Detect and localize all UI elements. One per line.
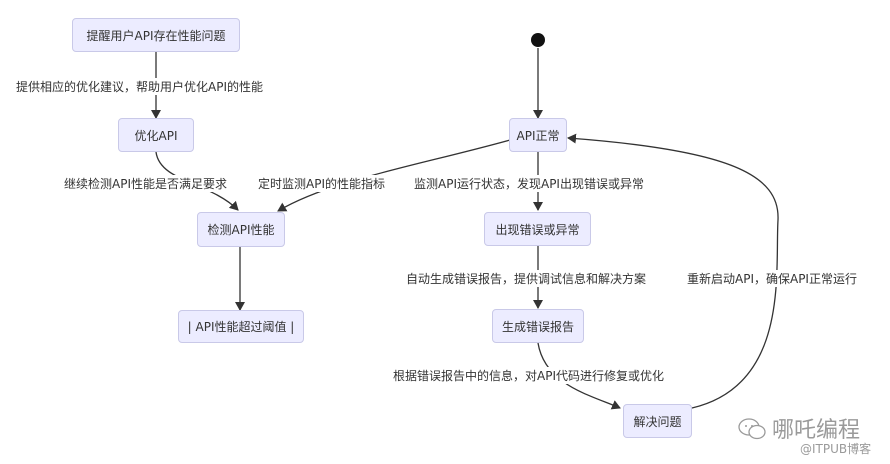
edge-label-error-to-report: 自动生成错误报告，提供调试信息和解决方案: [404, 270, 649, 287]
edge-label-optimize-to-detect: 继续检测API性能是否满足要求: [62, 175, 229, 192]
state-resolve: 解决问题: [623, 404, 692, 438]
state-error: 出现错误或异常: [484, 212, 591, 246]
state-over-threshold: | API性能超过阈值 |: [178, 310, 304, 343]
state-report: 生成错误报告: [492, 309, 584, 343]
edge-label-resolve-to-normal: 重新启动API，确保API正常运行: [685, 270, 859, 287]
state-optimize: 优化API: [118, 118, 194, 152]
watermark-site: @ITPUB博客: [800, 442, 872, 456]
edge-normal-to-detect: [277, 139, 511, 212]
watermark-brand: 哪吒编程: [772, 418, 861, 443]
state-normal: API正常: [509, 118, 567, 152]
edge-label-normal-to-error: 监测API运行状态，发现API出现错误或异常: [412, 175, 646, 192]
edge-label-report-to-resolve: 根据错误报告中的信息，对API代码进行修复或优化: [391, 367, 666, 384]
watermark-logo-icon: [737, 417, 767, 441]
edge-resolve-to-normal: [567, 133, 779, 409]
state-remind: 提醒用户API存在性能问题: [72, 18, 240, 52]
edge-label-normal-to-detect: 定时监测API的性能指标: [256, 175, 387, 192]
start-node: [531, 33, 545, 47]
edge-label-remind-to-optimize: 提供相应的优化建议，帮助用户优化API的性能: [14, 78, 265, 95]
edge-report-to-resolve: [537, 342, 621, 410]
state-detect: 检测API性能: [197, 212, 285, 247]
